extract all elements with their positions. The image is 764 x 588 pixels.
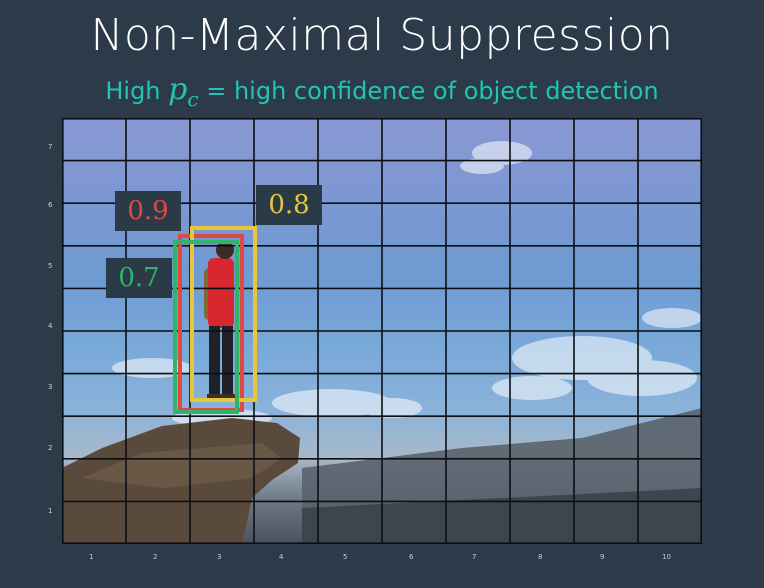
x-tick: 2	[153, 553, 158, 561]
scene-svg	[62, 118, 702, 544]
x-tick: 9	[600, 553, 605, 561]
slide-subtitle: High pc = high confidence of object dete…	[0, 72, 764, 111]
subtitle-suffix: = high confidence of object detection	[206, 77, 659, 105]
score-label-0.7: 0.7	[106, 258, 172, 298]
detection-image	[62, 118, 702, 544]
subtitle-prefix: High	[105, 77, 161, 105]
x-tick: 8	[538, 553, 543, 561]
x-tick: 4	[279, 553, 284, 561]
y-tick: 3	[48, 383, 53, 391]
bounding-box-0.8	[190, 226, 257, 402]
hiker-leg-right	[222, 326, 233, 396]
hiker-boot-left	[207, 394, 221, 400]
y-tick: 6	[48, 201, 53, 209]
pc-symbol-p: p	[168, 72, 188, 107]
x-tick: 5	[343, 553, 348, 561]
x-tick: 3	[217, 553, 222, 561]
y-tick: 7	[48, 143, 53, 151]
y-tick: 2	[48, 444, 53, 452]
score-label-0.9: 0.9	[115, 191, 181, 231]
clouds	[112, 141, 702, 427]
x-tick: 7	[472, 553, 477, 561]
y-tick: 4	[48, 322, 53, 330]
hiker-jacket	[208, 258, 234, 328]
bounding-box-0.7	[173, 240, 239, 414]
grid-border	[62, 118, 702, 544]
x-tick: 6	[409, 553, 414, 561]
score-label-0.8: 0.8	[256, 185, 322, 225]
x-tick: 10	[662, 553, 671, 561]
pc-symbol: pc	[168, 72, 198, 111]
y-tick: 5	[48, 262, 53, 270]
hiker	[204, 241, 235, 400]
y-tick: 1	[48, 507, 53, 515]
hiker-leg-left	[209, 326, 220, 396]
hiker-boot-right	[221, 394, 235, 400]
rock-highlight	[82, 443, 282, 488]
pc-symbol-c: c	[187, 87, 199, 111]
x-tick: 1	[89, 553, 94, 561]
slide-title: Non-Maximal Suppression	[90, 10, 674, 61]
